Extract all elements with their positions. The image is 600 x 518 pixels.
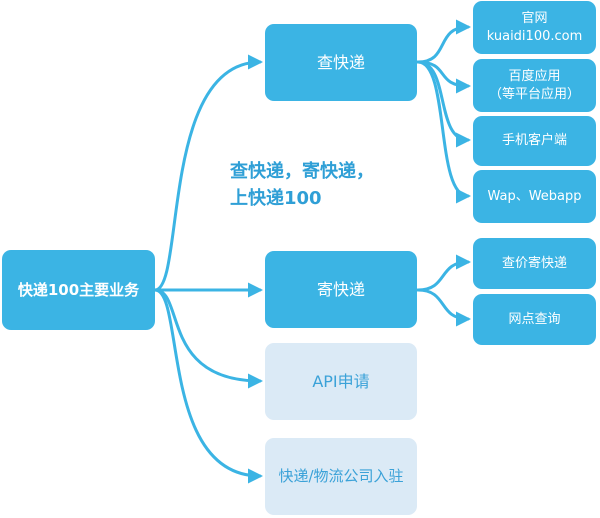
edge-send-outlet — [416, 288, 471, 327]
leaf-baidu-app-line-2: （等平台应用） — [488, 86, 580, 102]
leaf-baidu-app: 百度应用 （等平台应用） — [473, 59, 596, 112]
leaf-official-site-line-2: kuaidi100.com — [486, 28, 583, 44]
edge-root-api — [153, 288, 263, 389]
leaf-baidu-app-line-1: 百度应用 — [508, 68, 561, 84]
node-query-express: 查快递 — [265, 24, 417, 101]
leaf-outlet-query: 网点查询 — [473, 294, 596, 345]
leaf-wap-webapp-label: Wap、Webapp — [487, 188, 582, 204]
node-company-join: 快递/物流公司入驻 — [265, 438, 417, 515]
edge-root-join — [153, 288, 263, 484]
node-api-apply: API申请 — [265, 343, 417, 420]
leaf-official-site: 官网 kuaidi100.com — [473, 1, 596, 54]
leaf-official-site-line-1: 官网 — [521, 10, 548, 26]
root-node: 快递100主要业务 — [2, 250, 155, 330]
root-label: 快递100主要业务 — [17, 280, 140, 299]
leaf-wap-webapp: Wap、Webapp — [473, 170, 596, 223]
leaf-mobile-client: 手机客户端 — [473, 116, 596, 166]
node-send-express-label: 寄快递 — [316, 279, 365, 299]
node-api-apply-label: API申请 — [312, 371, 370, 391]
edge-root-query — [153, 54, 263, 292]
node-query-express-label: 查快递 — [316, 52, 365, 72]
leaf-mobile-client-label: 手机客户端 — [501, 133, 567, 149]
node-send-express: 寄快递 — [265, 251, 417, 328]
edge-query-official — [416, 19, 471, 64]
slogan-line-2: 上快递100 — [230, 188, 322, 209]
edge-query-wap — [416, 60, 471, 204]
slogan: 查快递，寄快递， 上快递100 — [230, 158, 450, 212]
slogan-line-1: 查快递，寄快递， — [230, 161, 374, 182]
edge-send-price — [416, 254, 471, 292]
leaf-outlet-query-label: 网点查询 — [508, 311, 561, 327]
leaf-price-send: 查价寄快递 — [473, 238, 596, 289]
leaf-price-send-label: 查价寄快递 — [501, 255, 567, 271]
node-company-join-label: 快递/物流公司入驻 — [278, 467, 404, 486]
